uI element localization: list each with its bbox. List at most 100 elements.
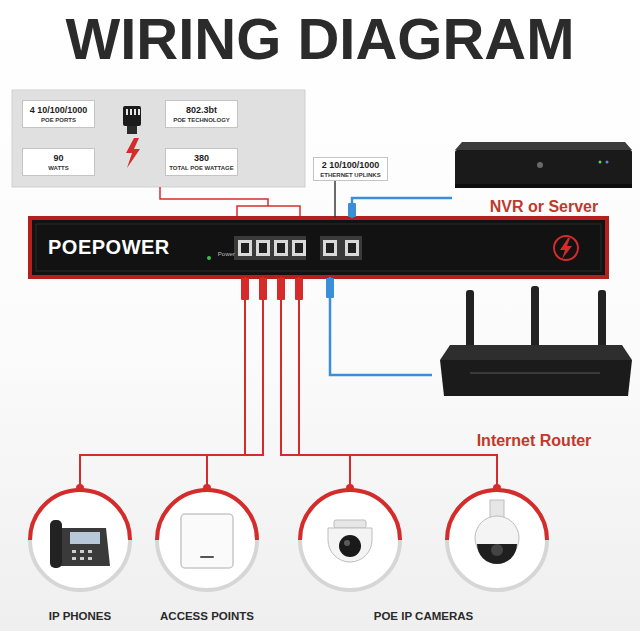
nvr-illustration bbox=[455, 142, 632, 188]
poe-plug-icon bbox=[123, 106, 141, 168]
blue-uplink-plugs-part bbox=[348, 203, 356, 217]
blue-uplink-plugs bbox=[326, 203, 356, 298]
switch-ports-part bbox=[256, 240, 270, 256]
bus-junction-dots-part bbox=[346, 484, 354, 492]
device-category: POE IP CAMERAS bbox=[295, 486, 552, 626]
switch-ports-part bbox=[292, 240, 306, 256]
poe-plug-icon-part bbox=[138, 109, 140, 115]
router-illustration-part bbox=[466, 290, 474, 352]
cable-connector bbox=[281, 277, 350, 486]
ip-phone-icon-part bbox=[80, 557, 84, 560]
switch-bolt-logo-part bbox=[554, 236, 578, 260]
ip-phone-icon-part bbox=[80, 550, 84, 553]
switch-ports-part bbox=[345, 240, 359, 256]
switch-ports-part bbox=[348, 243, 356, 253]
router-illustration-part bbox=[440, 360, 632, 396]
dome-camera-icon-part bbox=[344, 540, 350, 546]
switch-bolt-logo-part bbox=[560, 238, 572, 259]
ip-phone-icon-part bbox=[54, 528, 110, 566]
node-sublabel: POE TECHNOLOGY bbox=[173, 116, 230, 124]
uplink-box: 2 10/100/1000ETHERNET UPLINKS bbox=[313, 157, 388, 181]
spec-box: 802.3btPOE TECHNOLOGY bbox=[165, 100, 238, 128]
cable-connector bbox=[352, 198, 452, 218]
switch-ports-part bbox=[277, 243, 285, 253]
dome-camera-icon bbox=[328, 520, 372, 562]
switch-ports-part bbox=[207, 256, 211, 260]
poe-plug-icon-part bbox=[123, 106, 141, 126]
switch-ports-part bbox=[326, 243, 334, 253]
red-poe-plugs-part bbox=[295, 278, 303, 300]
poe-plug-icon-part bbox=[126, 109, 128, 115]
switch-ports-part bbox=[241, 243, 249, 253]
red-poe-plugs-part bbox=[241, 278, 249, 300]
access-point-icon-part bbox=[200, 556, 214, 558]
router-illustration-part bbox=[598, 290, 606, 352]
switch-ports-part bbox=[320, 236, 362, 260]
ptz-camera-icon-part bbox=[490, 500, 504, 518]
red-poe-plugs-part bbox=[259, 278, 267, 300]
nvr-illustration-part bbox=[537, 162, 543, 168]
dome-camera-icon-part bbox=[334, 520, 366, 528]
ip-phone-icon-part bbox=[72, 557, 76, 560]
router-illustration-part bbox=[531, 286, 539, 348]
red-poe-plugs bbox=[241, 278, 303, 300]
spec-panel-part bbox=[12, 90, 305, 187]
device-circles-part bbox=[447, 490, 547, 590]
spec-box: 4 10/100/1000POE PORTS bbox=[22, 100, 95, 128]
poe-plug-icon-part bbox=[130, 109, 132, 115]
diagram-title: WIRING DIAGRAM bbox=[0, 6, 640, 72]
switch-ports-part bbox=[295, 243, 303, 253]
ip-phone-icon-part bbox=[72, 550, 76, 553]
poe-plug-icon-part bbox=[134, 109, 136, 115]
poe-switch: POEPOWERPower bbox=[30, 218, 607, 277]
access-point-icon bbox=[181, 514, 233, 568]
node-label: 4 10/100/1000 bbox=[30, 105, 88, 116]
ip-phone-icon-part bbox=[88, 550, 92, 553]
blue-uplink-plugs-part bbox=[326, 278, 334, 298]
ip-phone-icon-part bbox=[88, 557, 92, 560]
red-poe-plugs-part bbox=[277, 278, 285, 300]
bus-junction-dots-part bbox=[203, 484, 211, 492]
spec-box: 90WATTS bbox=[22, 148, 95, 176]
node-label: Internet Router bbox=[477, 432, 592, 450]
bus-junction-dots-part bbox=[76, 484, 84, 492]
switch-ports-part bbox=[234, 236, 306, 260]
node-label: IP PHONES bbox=[49, 609, 111, 623]
node-label: 2 10/100/1000 bbox=[322, 160, 380, 171]
router-device: Internet Router bbox=[432, 285, 636, 450]
router-illustration bbox=[440, 286, 632, 396]
node-label: 90 bbox=[53, 153, 63, 164]
nvr-illustration-part bbox=[455, 184, 632, 188]
node-label: 802.3bt bbox=[186, 105, 217, 116]
cable-connector bbox=[207, 277, 263, 486]
access-point-icon-part bbox=[181, 514, 233, 568]
device-circles-part bbox=[157, 490, 257, 590]
node-sublabel: ETHERNET UPLINKS bbox=[320, 171, 380, 179]
ptz-camera-icon-part bbox=[491, 544, 503, 556]
nvr-illustration-part bbox=[455, 150, 632, 188]
poe-switch-body-part bbox=[36, 224, 601, 271]
switch-bolt-logo bbox=[554, 236, 578, 260]
poe-switch-body-part bbox=[30, 218, 607, 277]
router-illustration-part bbox=[440, 345, 632, 360]
switch-ports-part bbox=[259, 243, 267, 253]
dome-camera-icon-part bbox=[328, 528, 372, 562]
ip-phone-icon-part bbox=[70, 532, 100, 544]
ip-phone-icon bbox=[50, 520, 110, 568]
poe-switch-body bbox=[30, 218, 607, 277]
node-label: ACCESS POINTS bbox=[160, 609, 254, 623]
node-label: NVR or Server bbox=[490, 198, 599, 216]
ptz-camera-icon-part bbox=[477, 544, 517, 564]
router-illustration-part bbox=[470, 372, 600, 374]
switch-ports bbox=[207, 236, 362, 260]
ptz-camera-icon bbox=[475, 500, 519, 564]
node-sublabel: POE PORTS bbox=[41, 116, 76, 124]
device-circles-part bbox=[30, 490, 130, 590]
node-label: POEPOWER bbox=[48, 236, 170, 259]
spec-leader-line bbox=[160, 187, 300, 216]
bus-junction-dots-part bbox=[493, 484, 501, 492]
device-category: IP PHONES bbox=[28, 486, 132, 626]
node-sublabel: TOTAL POE WATTAGE bbox=[169, 164, 233, 172]
